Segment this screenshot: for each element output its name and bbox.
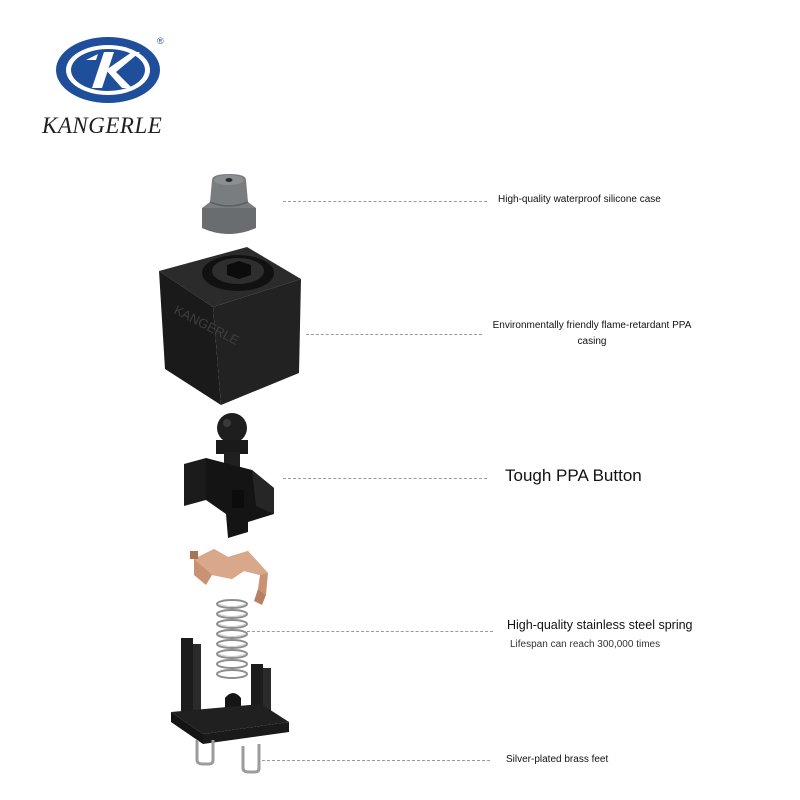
spring-sub-label: Lifespan can reach 300,000 times (510, 639, 661, 650)
brand-name: KANGERLE (42, 113, 163, 138)
silicone-case-label: High-quality waterproof silicone case (498, 194, 661, 205)
leader-line-spring (247, 631, 493, 632)
base-feet-part (171, 638, 289, 774)
leader-line-feet (262, 760, 490, 761)
button-label: Tough PPA Button (505, 466, 642, 485)
spring-part (216, 599, 248, 679)
leader-line-casing (306, 334, 482, 335)
leader-line-silicone (283, 201, 487, 202)
leader-line-button (283, 478, 487, 479)
registered-mark: ® (157, 36, 164, 46)
button-part (184, 413, 274, 538)
copper-contact-part (190, 549, 268, 605)
silicone-case-part (202, 174, 256, 234)
feet-label: Silver-plated brass feet (506, 754, 609, 765)
casing-label-line2: casing (577, 336, 607, 347)
casing-label: Environmentally friendly flame-retardant… (492, 318, 692, 350)
kangerle-logo (56, 37, 160, 103)
casing-label-line1: Environmentally friendly flame-retardant… (492, 320, 692, 331)
casing-part: KANGERLE (159, 247, 301, 405)
spring-label: High-quality stainless steel spring (507, 618, 693, 632)
